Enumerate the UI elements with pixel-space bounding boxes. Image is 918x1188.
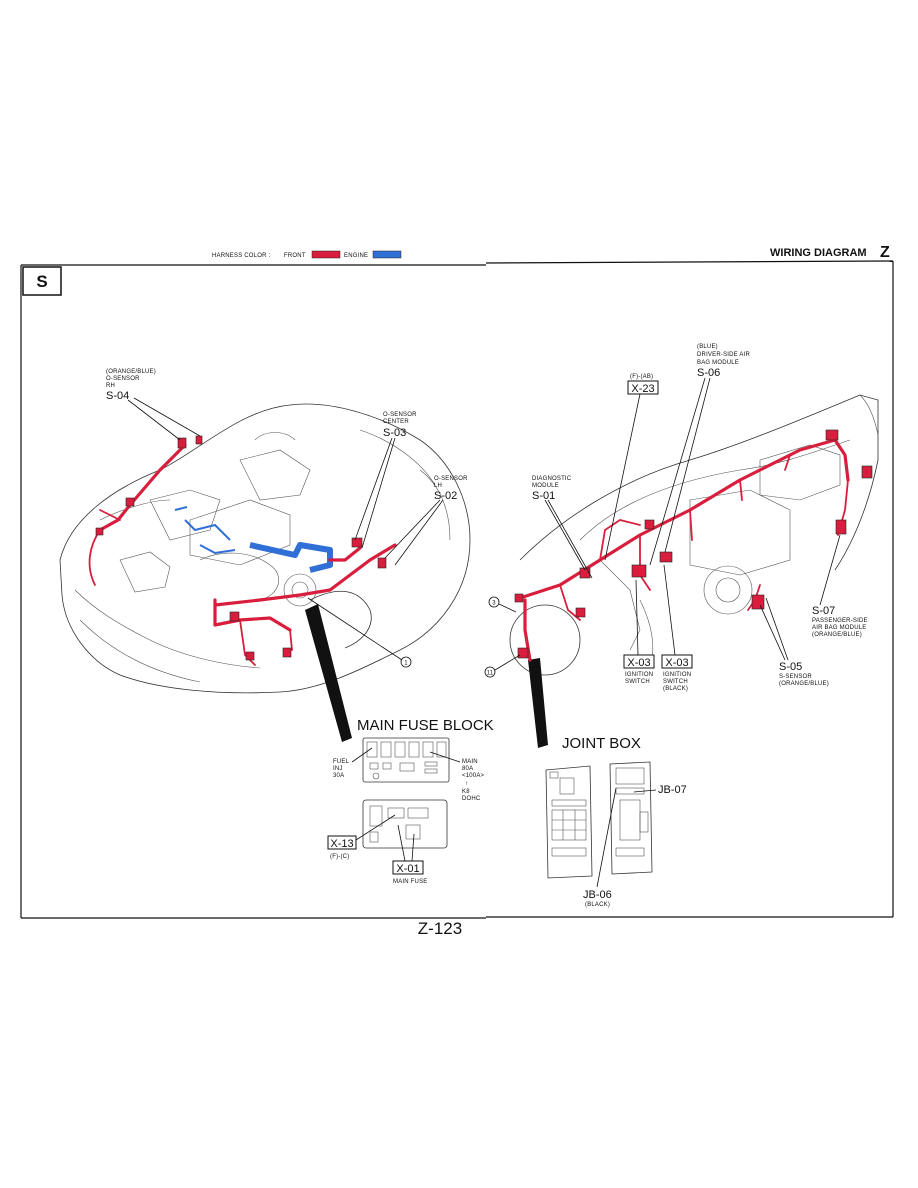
x03b-desc-3: (BLACK): [663, 686, 688, 692]
label-s07: S-07 PASSENGER-SIDE AIR BAG MODULE (ORAN…: [812, 534, 868, 638]
page-header-letter: Z: [880, 244, 890, 261]
s04-desc: O-SENSOR: [106, 376, 140, 382]
x13-desc: (F)-(C): [330, 854, 349, 860]
engine-bay-sketch: [59, 403, 471, 742]
x03a-desc-1: IGNITION: [625, 672, 653, 678]
main-fuse-rating: 80A: [462, 766, 473, 772]
label-s06: (BLUE) DRIVER-SIDE AIR BAG MODULE S-06: [649, 344, 750, 566]
x03b-box: [661, 654, 693, 669]
s01-desc-2: MODULE: [532, 483, 559, 489]
joint-box: JOINT BOX JB-07 JB-06 (BLACK): [545, 735, 687, 908]
harness-color-label: HARNESS COLOR :: [212, 253, 270, 259]
callout-11-number: 11: [487, 671, 494, 677]
s07-desc-3: (ORANGE/BLUE): [812, 632, 862, 638]
label-s04: (ORANGE/BLUE) O-SENSOR RH S-04: [106, 369, 201, 441]
front-label: FRONT: [284, 253, 306, 259]
callout-3: 3: [488, 596, 517, 613]
label-x23: (F)-(AB) X-23: [604, 374, 659, 561]
x23-desc: (F)-(AB): [630, 374, 653, 380]
s05-desc-1: S-SENSOR: [779, 674, 812, 680]
s03-desc: O-SENSOR: [383, 412, 417, 418]
s01-desc-1: DIAGNOSTIC: [532, 476, 572, 482]
page-number: Z-123: [418, 919, 462, 938]
callout-3-number: 3: [492, 601, 496, 607]
s02-code: S-02: [434, 490, 457, 502]
s07-desc-2: AIR BAG MODULE: [812, 625, 866, 631]
s03-code: S-03: [383, 427, 406, 439]
jb06-code: JB-06: [583, 889, 612, 901]
x01-code: X-01: [396, 863, 419, 875]
s05-code: S-05: [779, 661, 802, 673]
x23-box: [627, 380, 659, 395]
jb07-code: JB-07: [658, 784, 687, 796]
callout-1-number: 1: [404, 661, 408, 667]
engine-harness: [174, 506, 333, 573]
x03a-code: X-03: [627, 657, 650, 669]
fuse-block-pointer: [305, 604, 352, 742]
x03b-code: X-03: [665, 657, 688, 669]
s01-code: S-01: [532, 490, 555, 502]
s04-side: RH: [106, 383, 115, 389]
fuel-inj-label-2: INJ: [333, 766, 343, 772]
x03b-desc-2: SWITCH: [663, 679, 688, 685]
s07-desc-1: PASSENGER-SIDE: [812, 618, 868, 624]
s06-color: (BLUE): [697, 344, 718, 350]
label-x03-right: X-03 IGNITION SWITCH (BLACK): [661, 564, 693, 692]
x13-box: [327, 835, 357, 850]
x01-box: [392, 860, 424, 875]
page-header-title: WIRING DIAGRAM: [770, 247, 867, 259]
main-fuse-arrow: ↑: [465, 781, 468, 787]
x03a-desc-2: SWITCH: [625, 679, 650, 685]
page-frame: [20, 260, 894, 919]
s04-color: (ORANGE/BLUE): [106, 369, 156, 375]
front-color-swatch: [311, 250, 341, 259]
s06-desc-1: DRIVER-SIDE AIR: [697, 352, 750, 358]
label-s01: DIAGNOSTIC MODULE S-01: [532, 476, 593, 579]
harness-color-legend: HARNESS COLOR : FRONT ENGINE: [212, 250, 402, 259]
s04-code: S-04: [106, 390, 129, 402]
jb06-desc: (BLACK): [585, 902, 610, 908]
s05-desc-2: (ORANGE/BLUE): [779, 681, 829, 687]
dashboard-sketch: [509, 394, 879, 748]
fuse-block-title: MAIN FUSE BLOCK: [357, 717, 494, 734]
x23-code: X-23: [631, 383, 654, 395]
section-letter-box: [22, 266, 62, 296]
front-harness-left: [88, 435, 397, 666]
main-fuse-engine-type: DOHC: [462, 796, 481, 802]
engine-color-swatch: [372, 250, 402, 259]
section-letter: S: [36, 272, 47, 291]
main-fuse-block: MAIN FUSE BLOCK FUEL INJ 30A MAIN 80A <1…: [327, 717, 494, 885]
label-s03: O-SENSOR CENTER S-03: [354, 412, 417, 549]
s02-side: LH: [434, 483, 442, 489]
s06-desc-2: BAG MODULE: [697, 360, 739, 366]
s07-code: S-07: [812, 605, 835, 617]
label-x03-left: X-03 IGNITION SWITCH: [623, 579, 655, 685]
main-fuse-engine: K8: [462, 789, 470, 795]
callout-11: 11: [484, 654, 521, 678]
label-s05: S-05 S-SENSOR (ORANGE/BLUE): [759, 597, 829, 687]
label-s02: O-SENSOR LH S-02: [384, 476, 468, 566]
front-harness-right: [514, 429, 873, 662]
callout-1: 1: [307, 597, 412, 668]
s06-code: S-06: [697, 367, 720, 379]
x03a-box: [623, 654, 655, 669]
s03-position: CENTER: [383, 419, 409, 425]
x13-code: X-13: [330, 838, 353, 850]
engine-label: ENGINE: [344, 253, 368, 259]
main-fuse-rating-alt: <100A>: [462, 773, 485, 779]
s02-desc: O-SENSOR: [434, 476, 468, 482]
fuel-inj-label-1: FUEL: [333, 759, 350, 765]
fuel-inj-rating: 30A: [333, 773, 344, 779]
x01-desc: MAIN FUSE: [393, 879, 427, 885]
detail-circle: [509, 604, 581, 676]
joint-box-pointer: [528, 658, 548, 748]
joint-box-title: JOINT BOX: [562, 735, 641, 752]
x03b-desc-1: IGNITION: [663, 672, 691, 678]
main-fuse-label: MAIN: [462, 759, 478, 765]
